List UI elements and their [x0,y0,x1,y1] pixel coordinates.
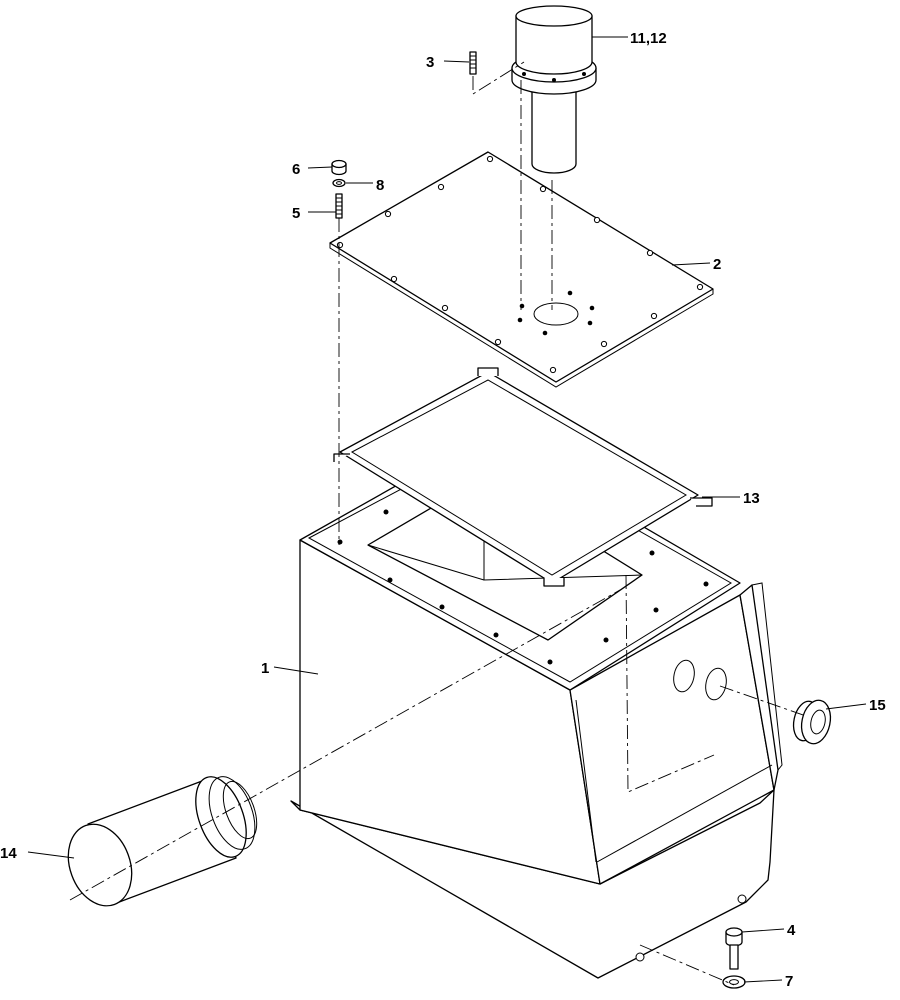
washer-8 [332,178,346,188]
callout-6: 6 [292,161,300,178]
leaders [27,36,867,983]
drain-bolt-4 [725,927,743,970]
callout-4: 4 [787,922,796,939]
stud-3 [469,51,477,75]
gasket [333,367,713,587]
callout-7: 7 [785,973,793,990]
callout-8: 8 [376,177,384,194]
callout-15: 15 [869,697,886,714]
callout-3: 3 [426,54,434,71]
callout-14: 14 [0,845,17,862]
filler-breather [511,5,597,174]
callout-5: 5 [292,205,300,222]
callout-11-12: 11,12 [630,30,667,47]
stud-5 [335,193,343,219]
callout-1: 1 [261,660,269,677]
nut-6 [331,159,347,176]
cover-plate [329,151,714,388]
callout-13: 13 [743,490,760,507]
callout-2: 2 [713,256,721,273]
alignment-lines [69,61,807,986]
sight-grommet [792,699,832,745]
filter-element [67,776,258,907]
